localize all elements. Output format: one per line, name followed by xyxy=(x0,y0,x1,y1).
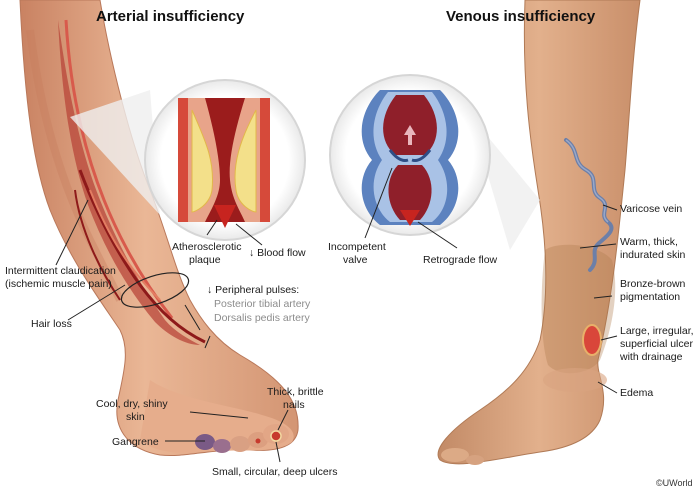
label-skin-1: Cool, dry, shiny xyxy=(96,398,168,410)
label-claudication-1: Intermittent claudication xyxy=(5,265,116,277)
copyright-text: ©UWorld xyxy=(656,478,692,488)
label-venous-skin-1: Warm, thick, xyxy=(620,236,678,248)
label-skin-2: skin xyxy=(126,411,145,423)
label-atherosclerotic-2: plaque xyxy=(189,254,221,266)
leader-lines xyxy=(55,167,618,463)
title-arterial: Arterial insufficiency xyxy=(96,8,245,25)
label-retrograde: Retrograde flow xyxy=(423,254,498,266)
label-posterior-tibial: Posterior tibial artery xyxy=(214,298,311,310)
label-venous-skin-2: indurated skin xyxy=(620,249,686,261)
title-venous: Venous insufficiency xyxy=(446,8,596,25)
label-venous-ulcer-1: Large, irregular, xyxy=(620,325,694,337)
label-varicose: Varicose vein xyxy=(620,203,682,215)
venous-leg-illustration xyxy=(437,0,641,465)
artery-cross-section-icon xyxy=(144,79,306,241)
label-atherosclerotic-1: Atherosclerotic xyxy=(172,241,241,253)
label-pigment-2: pigmentation xyxy=(620,291,680,303)
label-nails-2: nails xyxy=(283,399,305,411)
label-pigment-1: Bronze-brown xyxy=(620,278,686,290)
label-blood-flow: ↓ Blood flow xyxy=(249,247,306,259)
label-pulses-header: ↓ Peripheral pulses: xyxy=(207,284,299,296)
vein-valve-cross-section-icon xyxy=(329,74,491,236)
label-dorsalis-pedis: Dorsalis pedis artery xyxy=(214,312,310,324)
label-hair-loss: Hair loss xyxy=(31,318,72,330)
label-valve-1: Incompetent xyxy=(328,241,386,253)
label-nails-1: Thick, brittle xyxy=(267,386,324,398)
label-gangrene: Gangrene xyxy=(112,436,159,448)
label-ulcers: Small, circular, deep ulcers xyxy=(212,466,337,478)
label-venous-ulcer-3: with drainage xyxy=(619,351,683,363)
label-edema: Edema xyxy=(620,387,653,399)
label-valve-2: valve xyxy=(343,254,368,266)
label-claudication-2: (ischemic muscle pain) xyxy=(5,278,112,290)
label-venous-ulcer-2: superficial ulcer xyxy=(620,338,693,350)
